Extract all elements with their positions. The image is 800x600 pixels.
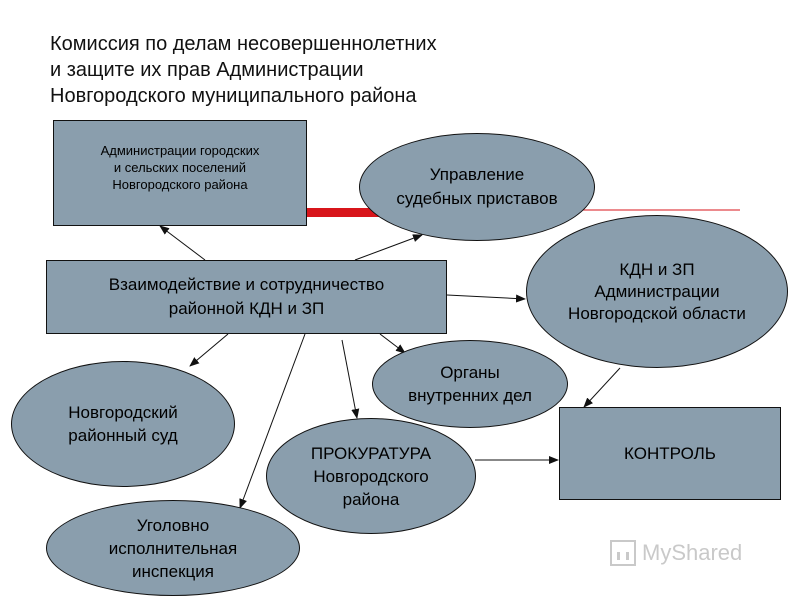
administrations-label: Администрации городских и сельских посел…	[100, 142, 260, 192]
bailiffs-node: Управление судебных приставов	[359, 133, 595, 241]
title-line-1: Комиссия по делам несовершеннолетних	[50, 33, 437, 55]
court-label: Новгородский районный суд	[68, 403, 178, 445]
control-label: КОНТРОЛЬ	[624, 443, 716, 463]
police-node: Органы внутренних дел	[372, 340, 568, 428]
arrow-to-court	[189, 333, 229, 367]
arrow-to-bailiffs	[354, 234, 423, 261]
title-line-3: Новгородского муниципального района	[50, 85, 417, 107]
watermark-text: MyShared	[642, 540, 743, 565]
chart-icon	[610, 540, 636, 566]
arrow-kdn-to-control	[583, 367, 621, 408]
bailiffs-label: Управление судебных приставов	[396, 165, 558, 208]
watermark: MyShared	[610, 540, 742, 566]
inspection-label: Уголовно исполнительная инспекция	[108, 515, 238, 581]
kdn-region-node: КДН и ЗП Администрации Новгородской обла…	[526, 215, 788, 368]
arrow-to-prosecutor	[341, 339, 360, 419]
title-line-2: и защите их прав Администрации	[50, 59, 364, 81]
arrow-to-administrations	[159, 225, 206, 261]
court-node: Новгородский районный суд	[11, 361, 235, 487]
arrow-to-police	[379, 333, 406, 354]
prosecutor-label: ПРОКУРАТУРА Новгородского района	[310, 443, 432, 509]
police-label: Органы внутренних дел	[408, 363, 532, 405]
inspection-node: Уголовно исполнительная инспекция	[46, 500, 300, 596]
prosecutor-node: ПРОКУРАТУРА Новгородского района	[266, 418, 476, 534]
interaction-node: Взаимодействие и сотрудничество районной…	[46, 260, 447, 334]
page-title: Комиссия по делам несовершеннолетних и з…	[50, 31, 437, 109]
accent-bar	[300, 208, 390, 217]
administrations-node: Администрации городских и сельских посел…	[53, 120, 307, 226]
interaction-label: Взаимодействие и сотрудничество районной…	[108, 275, 385, 318]
arrow-to-kdn-region	[446, 294, 526, 303]
control-node: КОНТРОЛЬ	[559, 407, 781, 500]
kdn-region-label: КДН и ЗП Администрации Новгородской обла…	[568, 259, 746, 323]
arrow-to-inspection	[239, 333, 306, 509]
